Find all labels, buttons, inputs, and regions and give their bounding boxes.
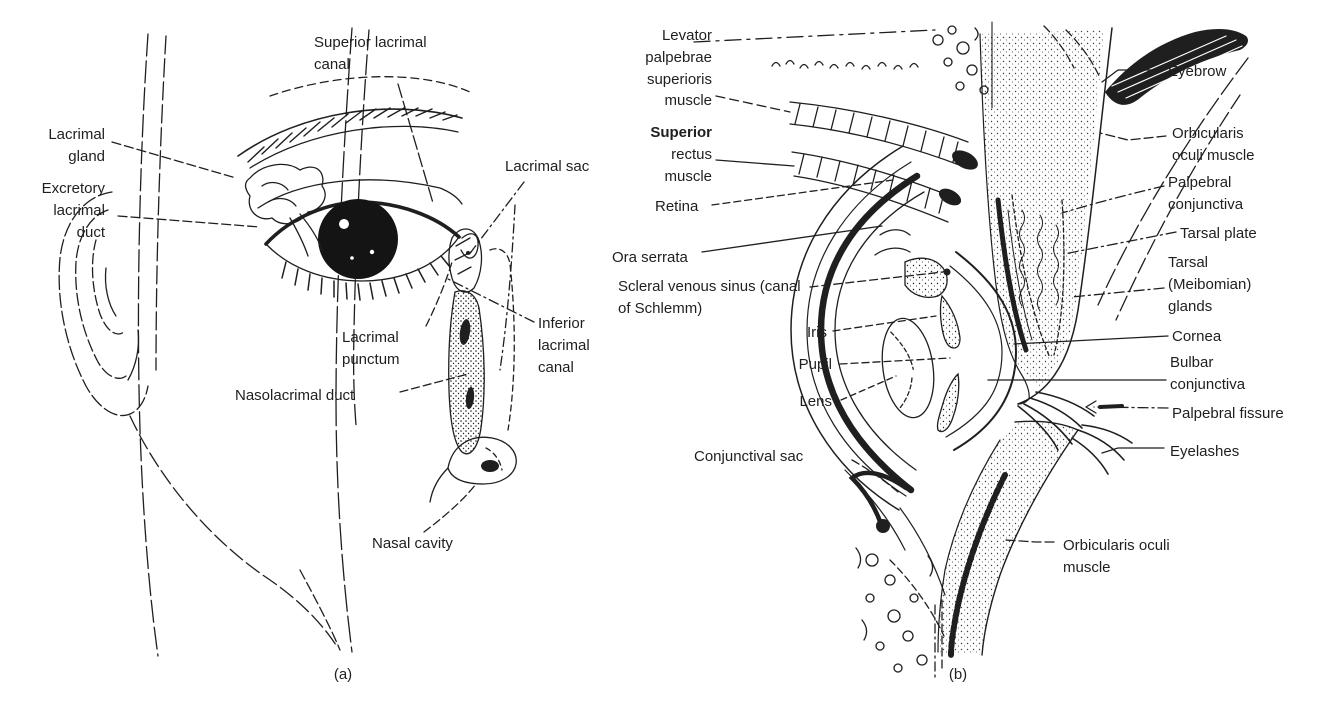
label-superior-rectus-bold: Superior bbox=[650, 124, 712, 141]
label-tarsal-glands: Tarsal (Meibomian) glands bbox=[1168, 254, 1252, 315]
label-lens: Lens bbox=[799, 393, 832, 410]
label-excretory-lacrimal-duct: Excretory lacrimal duct bbox=[41, 180, 105, 241]
lower-orbital-tissue bbox=[855, 547, 945, 679]
lower-eyelashes bbox=[1071, 424, 1133, 475]
label-nasal-cavity: Nasal cavity bbox=[372, 535, 453, 552]
label-palpebral-fissure: Palpebral fissure bbox=[1172, 405, 1284, 422]
chin-line bbox=[299, 569, 341, 651]
ear bbox=[58, 191, 149, 417]
label-orbicularis-oculi-top: Orbicularis oculi muscle bbox=[1172, 125, 1255, 164]
label-lacrimal-punctum: Lacrimal punctum bbox=[342, 329, 400, 368]
label-orbicularis-oculi-bottom: Orbicularis oculi muscle bbox=[1063, 537, 1170, 576]
label-eyelashes: Eyelashes bbox=[1170, 443, 1240, 460]
iris-a bbox=[318, 199, 398, 279]
label-tarsal-plate: Tarsal plate bbox=[1180, 225, 1257, 242]
iris-glint bbox=[339, 219, 349, 229]
label-superior-lacrimal-canal: Superior lacrimal canal bbox=[314, 34, 427, 73]
label-retina: Retina bbox=[655, 198, 699, 215]
upper-eyelashes bbox=[1017, 391, 1095, 451]
label-nasolacrimal-duct: Nasolacrimal duct bbox=[235, 387, 355, 404]
eyebrow-b bbox=[1105, 28, 1248, 105]
eye bbox=[264, 199, 461, 301]
ciliary-region bbox=[874, 229, 951, 299]
label-levator-palpebrae: Levator palpebrae superioris muscle bbox=[645, 27, 712, 110]
eye-section-drawing bbox=[693, 21, 1249, 679]
face-drawing bbox=[58, 27, 517, 657]
eyebrow-a bbox=[237, 76, 471, 169]
nostril bbox=[429, 436, 517, 503]
label-ora-serrata: Ora serrata bbox=[612, 249, 688, 266]
lower-lashes bbox=[281, 255, 451, 301]
label-pupil: Pupil bbox=[798, 356, 832, 373]
label-inferior-lacrimal-canal: Inferior lacrimal canal bbox=[538, 315, 590, 376]
lacrimal-gland-shape bbox=[244, 163, 326, 257]
label-eyebrow: Eyebrow bbox=[1168, 63, 1227, 80]
label-lacrimal-sac: Lacrimal sac bbox=[505, 158, 590, 175]
eyeball-wall bbox=[790, 145, 925, 511]
lens-shape bbox=[881, 317, 935, 419]
lacrimal-sac-shape bbox=[448, 228, 483, 293]
label-cornea: Cornea bbox=[1172, 328, 1222, 345]
upper-lid-crease bbox=[257, 179, 463, 209]
label-conjunctival-sac: Conjunctival sac bbox=[694, 448, 804, 465]
label-scleral-venous-sinus: Scleral venous sinus (canal of Schlemm) bbox=[618, 278, 801, 317]
panel-a-leaders bbox=[111, 83, 535, 533]
hair-lines bbox=[137, 27, 370, 657]
label-iris: Iris bbox=[807, 324, 827, 341]
label-lacrimal-gland: Lacrimal gland bbox=[48, 126, 105, 165]
fat-globules-top bbox=[932, 25, 989, 95]
panel-b-leaders bbox=[701, 69, 1177, 543]
lower-tarsal-streak bbox=[948, 472, 1008, 658]
label-bulbar-conjunctiva: Bulbar conjunctiva bbox=[1170, 354, 1246, 393]
iris-leaves bbox=[936, 294, 961, 433]
upper-eyelid bbox=[979, 27, 1113, 451]
nasolacrimal-duct-shape bbox=[448, 204, 516, 471]
caption-a: (a) bbox=[333, 666, 353, 683]
superior-rectus-band bbox=[791, 150, 978, 223]
conjunctival-sac-shape bbox=[844, 469, 946, 596]
caption-b: (b) bbox=[948, 666, 968, 683]
palpebral-conjunctiva-streak bbox=[995, 197, 1029, 353]
meibomian-glands bbox=[1019, 209, 1059, 312]
label-superior-rectus-rest: rectus muscle bbox=[664, 145, 712, 185]
label-palpebral-conjunctiva: Palpebral conjunctiva bbox=[1168, 174, 1244, 213]
scleral-venous-sinus-dot bbox=[943, 268, 951, 276]
top-dash-line bbox=[693, 29, 936, 43]
jaw-line bbox=[129, 415, 339, 649]
label-superior-rectus: Superior rectus muscle bbox=[644, 122, 712, 187]
levator-muscle-band bbox=[789, 101, 969, 167]
texture-squiggles bbox=[771, 59, 919, 70]
